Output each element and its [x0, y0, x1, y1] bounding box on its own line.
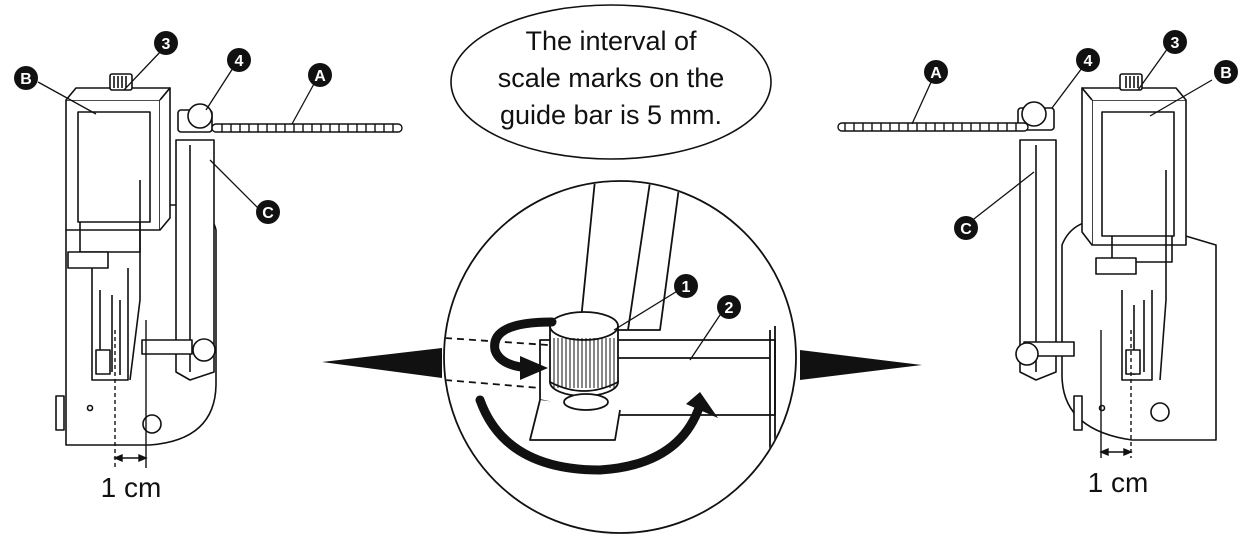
right-scale-bar — [837, 122, 1029, 132]
right-direction-arrow — [800, 350, 922, 380]
callout-bubble: The interval of scale marks on the guide… — [450, 4, 772, 160]
svg-text:4: 4 — [1084, 53, 1093, 70]
svg-text:3: 3 — [1171, 35, 1180, 52]
badge-1: 1 — [674, 274, 698, 298]
left-direction-arrow — [322, 348, 442, 378]
svg-text:A: A — [314, 68, 326, 85]
badge-4-left: 4 — [227, 48, 251, 72]
callout-line-3: guide bar is 5 mm. — [500, 100, 722, 130]
svg-text:A: A — [930, 65, 942, 82]
svg-text:3: 3 — [162, 36, 171, 53]
badge-C-right: C — [954, 216, 978, 240]
svg-text:2: 2 — [725, 300, 734, 317]
left-machine — [55, 73, 217, 446]
badge-B-left: B — [14, 66, 38, 90]
left-measure — [113, 320, 148, 468]
right-measure — [1099, 330, 1133, 458]
left-measure-label: 1 cm — [101, 472, 162, 503]
badge-A-right: A — [924, 60, 948, 84]
svg-text:4: 4 — [235, 53, 244, 70]
right-measure-label: 1 cm — [1088, 467, 1149, 498]
left-scale-bar — [211, 123, 403, 133]
svg-text:C: C — [262, 205, 274, 222]
svg-text:B: B — [20, 71, 32, 88]
right-machine — [1015, 73, 1217, 441]
badge-3-left: 3 — [154, 31, 178, 55]
badge-B-right: B — [1214, 60, 1238, 84]
badge-C-left: C — [256, 200, 280, 224]
badge-4-right: 4 — [1076, 48, 1100, 72]
badge-2: 2 — [717, 295, 741, 319]
zoom-detail — [443, 180, 797, 534]
badge-A-left: A — [308, 63, 332, 87]
svg-text:1: 1 — [682, 279, 691, 296]
svg-text:C: C — [960, 221, 972, 238]
marker-badges: B 3 4 A C 1 2 A — [14, 30, 1238, 319]
leader-lines — [37, 47, 1213, 361]
badge-3-right: 3 — [1163, 30, 1187, 54]
callout-line-1: The interval of — [525, 26, 697, 56]
svg-text:B: B — [1220, 65, 1232, 82]
callout-line-2: scale marks on the — [498, 63, 725, 93]
